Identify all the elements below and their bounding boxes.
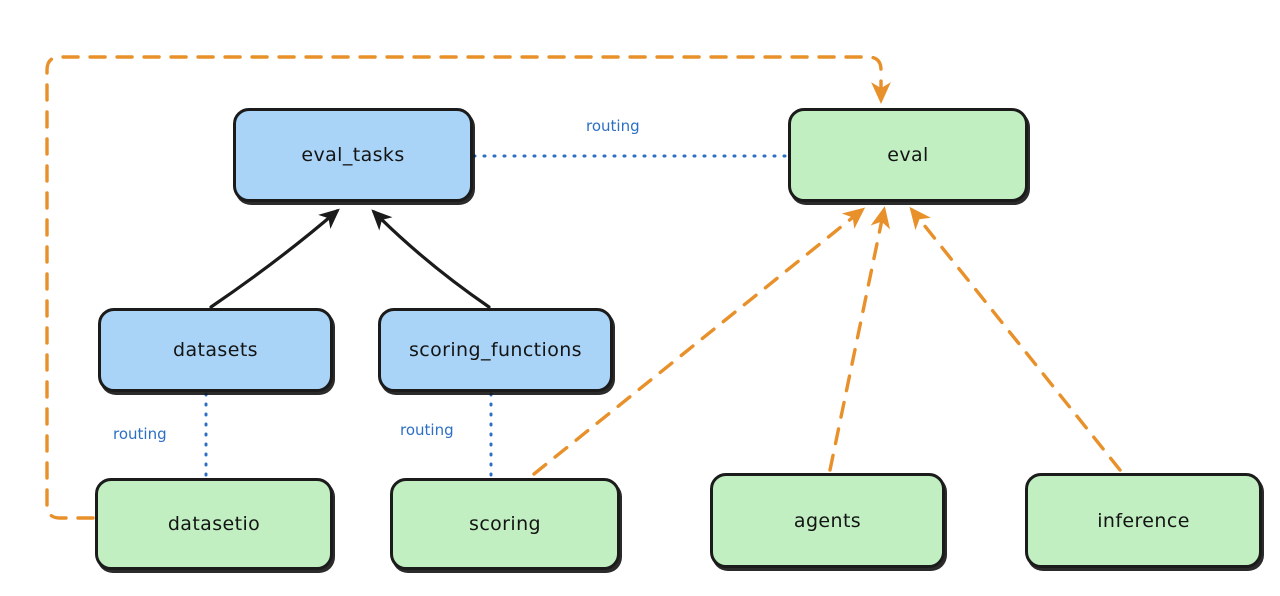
node-eval-tasks[interactable]: eval_tasks xyxy=(233,108,473,202)
node-label-eval: eval xyxy=(887,144,929,166)
node-label-scoring-functions: scoring_functions xyxy=(409,339,582,361)
node-label-datasetio: datasetio xyxy=(167,513,261,535)
node-label-agents: agents xyxy=(793,509,862,532)
edge-datasets-eval-tasks xyxy=(209,208,340,309)
node-agents[interactable]: agents xyxy=(710,473,945,568)
edge-inference-eval xyxy=(909,206,1122,472)
node-label-inference: inference xyxy=(1097,509,1190,532)
node-label-eval-tasks: eval_tasks xyxy=(301,144,405,166)
node-label-scoring: scoring xyxy=(469,513,541,535)
edge-scoring-functions-eval-tasks xyxy=(371,209,491,309)
edge-label-routing-scoring-functions-scoring: routing xyxy=(400,421,454,439)
node-label-datasets: datasets xyxy=(173,339,258,361)
node-datasets[interactable]: datasets xyxy=(98,308,333,392)
node-scoring[interactable]: scoring xyxy=(390,478,620,570)
node-eval[interactable]: eval xyxy=(788,108,1028,202)
node-scoring-functions[interactable]: scoring_functions xyxy=(378,308,613,392)
node-inference[interactable]: inference xyxy=(1025,473,1262,568)
edge-label-routing-eval-tasks-eval: routing xyxy=(586,117,640,135)
edge-agents-eval xyxy=(828,206,891,472)
edge-label-routing-datasets-datasetio: routing xyxy=(113,425,167,443)
node-datasetio[interactable]: datasetio xyxy=(95,478,333,570)
